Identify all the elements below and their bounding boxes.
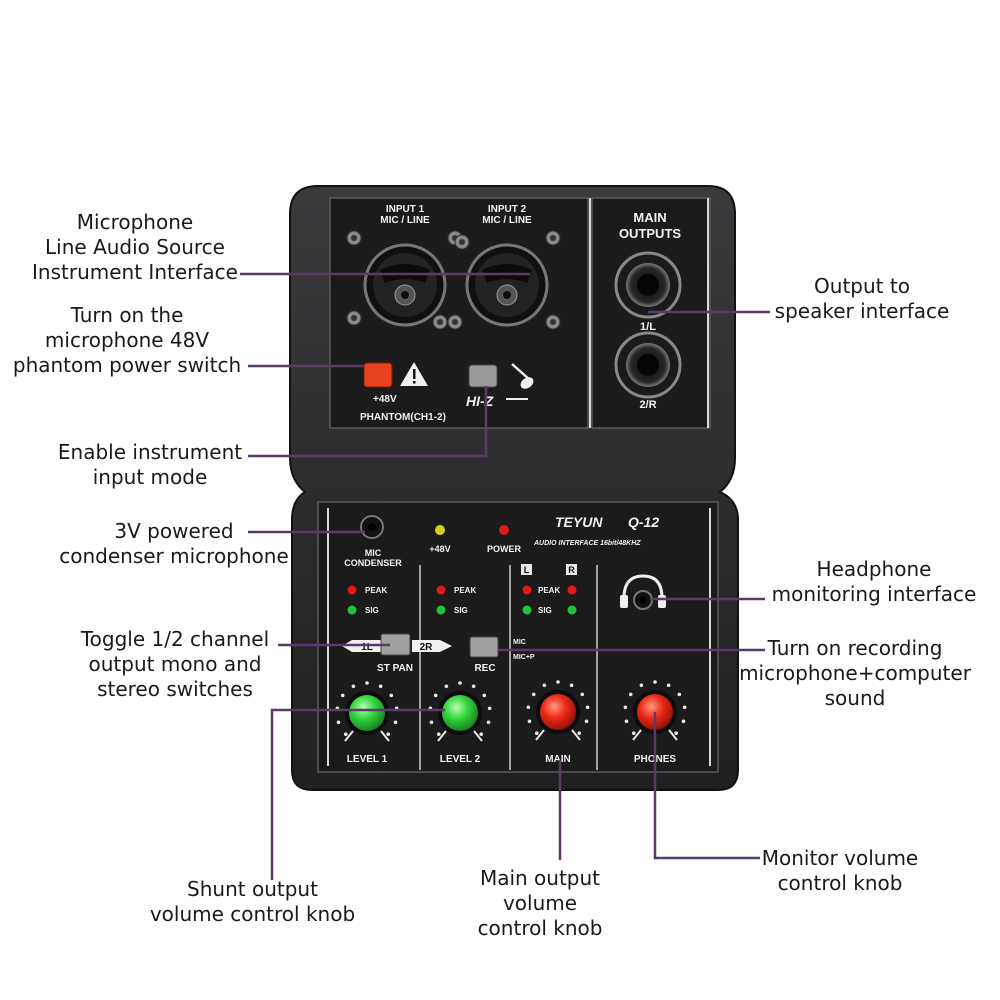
main-outputs-title: MAIN bbox=[633, 210, 666, 225]
svg-text:1L: 1L bbox=[361, 642, 373, 653]
hi-z-label: HI-Z bbox=[466, 393, 494, 409]
led-power-label: POWER bbox=[487, 544, 522, 554]
main-l-sig-led bbox=[522, 605, 532, 615]
level-2-knob-label: LEVEL 2 bbox=[440, 754, 481, 765]
main-r-sig-led bbox=[567, 605, 577, 615]
input1-title: INPUT 1 bbox=[386, 204, 425, 215]
main-l-peak-led bbox=[522, 585, 532, 595]
guitar-icon bbox=[511, 363, 534, 389]
rec-label: REC bbox=[474, 663, 495, 674]
rec-switch[interactable] bbox=[469, 636, 499, 658]
callout-inputs: Microphone Line Audio Source Instrument … bbox=[32, 210, 238, 284]
callout-phantom: Turn on the microphone 48V phantom power… bbox=[12, 303, 242, 377]
callout-output-speaker: Output to speaker interface bbox=[774, 274, 950, 323]
rec-mic-label: MIC bbox=[513, 639, 526, 646]
headphone-jack[interactable] bbox=[633, 590, 653, 610]
level-1-knob-label: LEVEL 1 bbox=[347, 754, 388, 765]
ch2-sig-led bbox=[436, 605, 446, 615]
level-1-knob[interactable]: LEVEL 1 bbox=[335, 681, 399, 765]
callout-condenser: 3V powered condenser microphone bbox=[59, 519, 289, 568]
output-2-label: 2/R bbox=[639, 399, 656, 411]
hi-z-button[interactable] bbox=[468, 364, 498, 388]
mic-condenser-title: MIC bbox=[365, 548, 382, 558]
warning-icon bbox=[400, 362, 428, 386]
ch2-peak-led bbox=[436, 585, 446, 595]
led-48v-label: +48V bbox=[429, 544, 450, 554]
callout-headphone: Headphone monitoring interface bbox=[771, 557, 977, 606]
phantom-label: PHANTOM(CH1-2) bbox=[360, 412, 446, 423]
model-name: Q-12 bbox=[628, 514, 659, 530]
combo-jack-1[interactable] bbox=[346, 230, 463, 330]
main-outputs-subtitle: OUTPUTS bbox=[619, 226, 681, 241]
callout-line-instrument bbox=[248, 386, 488, 458]
ch1-sig-label: SIG bbox=[365, 606, 379, 615]
main-r-peak-led bbox=[567, 585, 577, 595]
main-right-badge: R bbox=[568, 565, 575, 575]
brand-name: TEYUN bbox=[555, 514, 603, 530]
device-subtitle: AUDIO INTERFACE 16bit/48KHZ bbox=[533, 540, 641, 547]
st-pan-label: ST PAN bbox=[377, 663, 413, 674]
main-peak-label: PEAK bbox=[538, 586, 560, 595]
level-2-knob[interactable]: LEVEL 2 bbox=[428, 681, 492, 765]
callout-shunt-output: Shunt output volume control knob bbox=[149, 877, 356, 926]
ch1-peak-label: PEAK bbox=[365, 586, 387, 595]
ch1-sig-led bbox=[347, 605, 357, 615]
mic-condenser-subtitle: CONDENSER bbox=[344, 558, 402, 568]
main-knob[interactable]: MAIN bbox=[526, 680, 590, 765]
main-knob-label: MAIN bbox=[545, 754, 571, 765]
callout-recording: Turn on recording microphone+computer so… bbox=[739, 636, 971, 710]
phantom-power-button[interactable] bbox=[363, 362, 393, 388]
output-jack-2[interactable] bbox=[614, 331, 682, 399]
input2-subtitle: MIC / LINE bbox=[482, 215, 532, 226]
led-48v bbox=[435, 525, 445, 535]
led-power bbox=[499, 525, 509, 535]
phantom-voltage-label: +48V bbox=[373, 394, 397, 405]
output-jack-1[interactable] bbox=[614, 251, 682, 319]
callout-main-output: Main output volume control knob bbox=[477, 866, 603, 940]
rec-mic-p-label: MIC+P bbox=[513, 654, 535, 661]
callout-lines bbox=[240, 272, 770, 880]
main-sig-label: SIG bbox=[538, 606, 552, 615]
ch2-sig-label: SIG bbox=[454, 606, 468, 615]
st-pan-right-marker: 2R bbox=[412, 640, 452, 653]
mic-condenser-jack[interactable] bbox=[360, 515, 384, 539]
ch1-peak-led bbox=[347, 585, 357, 595]
input1-subtitle: MIC / LINE bbox=[380, 215, 430, 226]
callout-line-shunt bbox=[270, 708, 445, 880]
callout-instrument-mode: Enable instrument input mode bbox=[57, 440, 243, 489]
callout-toggle-channel: Toggle 1/2 channel output mono and stere… bbox=[80, 627, 270, 701]
output-1-label: 1/L bbox=[640, 321, 656, 333]
input2-title: INPUT 2 bbox=[488, 204, 527, 215]
ch2-peak-label: PEAK bbox=[454, 586, 476, 595]
main-left-badge: L bbox=[524, 565, 530, 575]
svg-text:2R: 2R bbox=[420, 642, 434, 653]
callout-monitor-volume: Monitor volume control knob bbox=[761, 846, 919, 895]
callout-line-monitor bbox=[653, 712, 760, 860]
